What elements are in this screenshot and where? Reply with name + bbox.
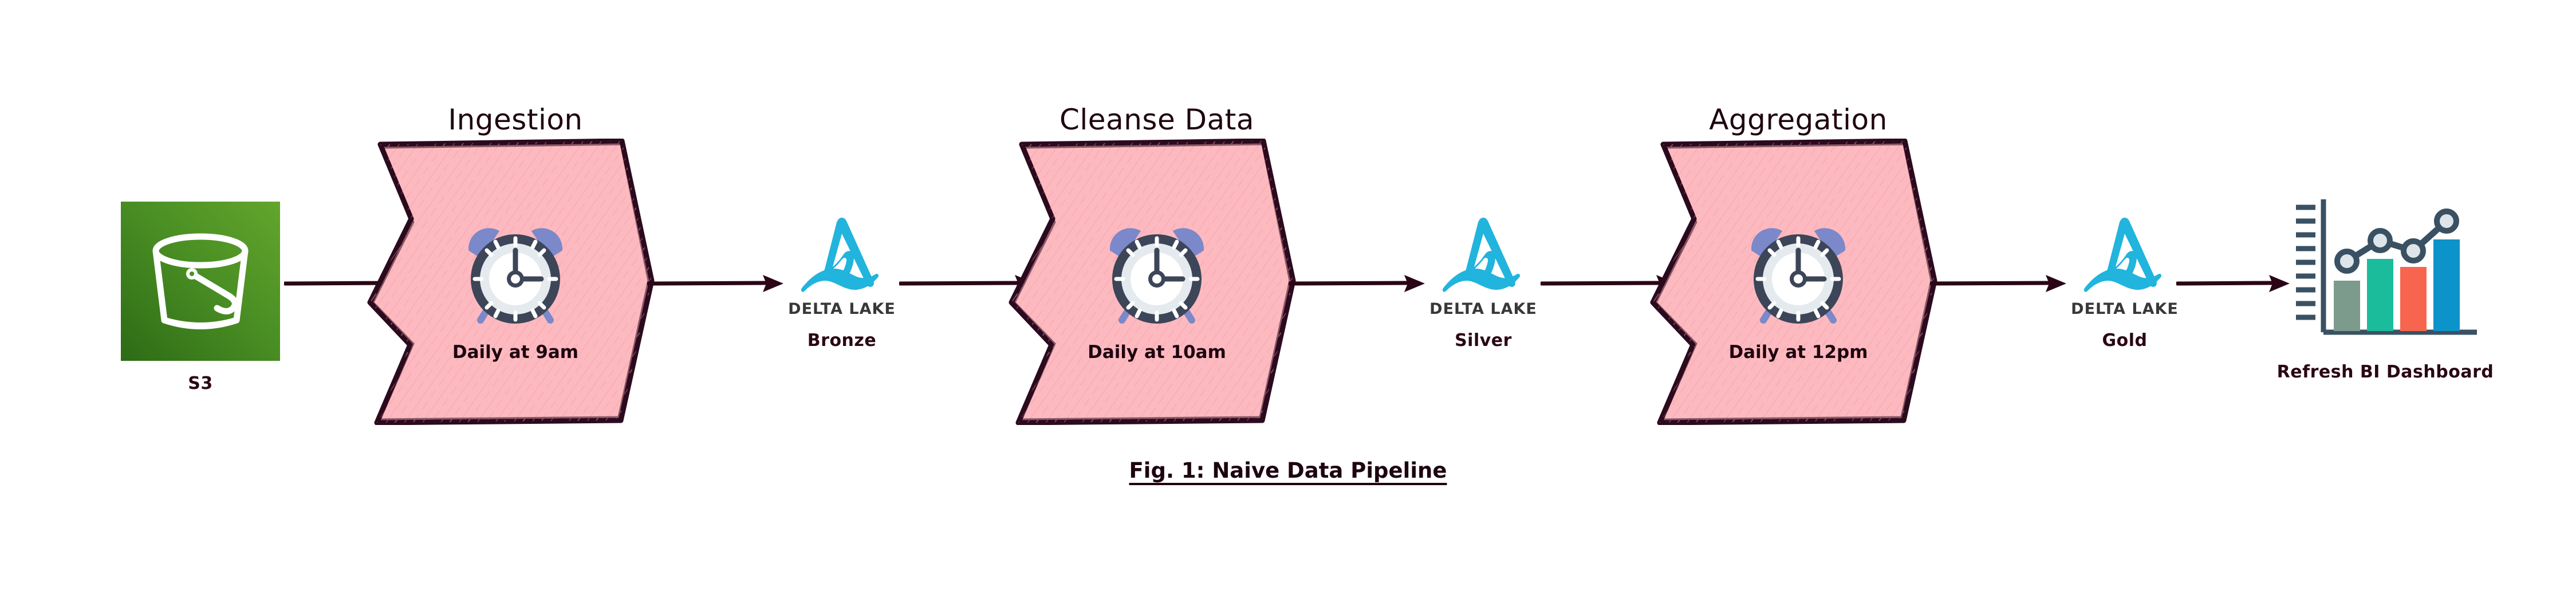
process-shape: Daily at 10am <box>1008 139 1306 425</box>
delta-table-label: Gold <box>2102 330 2148 351</box>
process-aggregation[interactable]: Aggregation <box>1649 103 1947 425</box>
delta-lake-logo <box>785 213 899 299</box>
figure-caption: Fig. 1: Naive Data Pipeline <box>1129 458 1447 483</box>
delta-lake-logo <box>1426 213 1541 299</box>
delta-table-silver[interactable]: DELTA LAKE Silver <box>1397 213 1569 351</box>
delta-table-label: Bronze <box>807 330 877 351</box>
delta-lake-wordmark: DELTA LAKE <box>788 300 896 318</box>
arrow-gold-to-dashboard <box>2176 275 2290 292</box>
process-title: Ingestion <box>448 103 583 136</box>
arrow-ingestion-to-bronze <box>647 275 783 292</box>
source-label: S3 <box>188 373 213 393</box>
sink-bi-dashboard[interactable]: Refresh BI Dashboard <box>2276 195 2494 382</box>
delta-table-label: Silver <box>1455 330 1512 351</box>
arrow-cleanse-to-silver <box>1289 275 1425 292</box>
process-cleanse-data[interactable]: Cleanse Data <box>1008 103 1306 425</box>
delta-lake-logo <box>2067 213 2182 299</box>
process-shape: Daily at 9am <box>367 139 664 425</box>
bar-line-chart-icon <box>2288 195 2483 349</box>
process-title: Cleanse Data <box>1059 103 1254 136</box>
delta-table-bronze[interactable]: DELTA LAKE Bronze <box>756 213 928 351</box>
arrow-aggregation-to-gold <box>1930 275 2066 292</box>
process-title: Aggregation <box>1709 103 1888 136</box>
delta-lake-wordmark: DELTA LAKE <box>2071 300 2179 318</box>
s3-bucket-icon <box>121 202 280 361</box>
process-ingestion[interactable]: Ingestion <box>367 103 664 425</box>
sink-label: Refresh BI Dashboard <box>2276 362 2494 382</box>
source-s3[interactable]: S3 <box>115 202 286 393</box>
delta-table-gold[interactable]: DELTA LAKE Gold <box>2039 213 2211 351</box>
process-shape: Daily at 12pm <box>1649 139 1947 425</box>
delta-lake-wordmark: DELTA LAKE <box>1429 300 1537 318</box>
